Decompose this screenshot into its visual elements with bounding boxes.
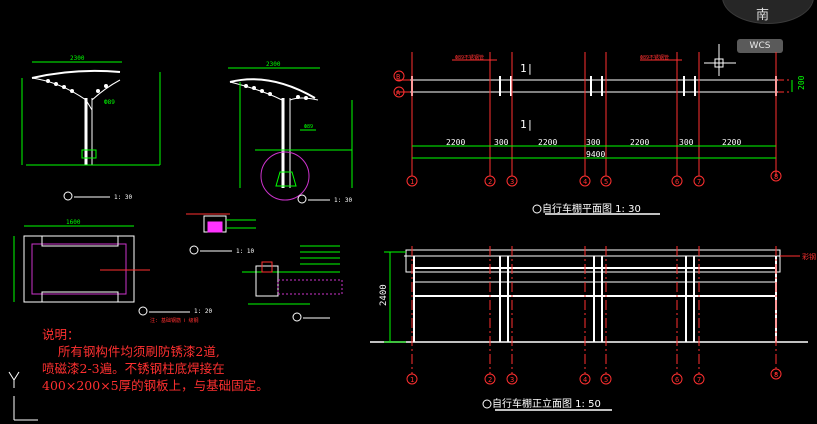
plan-view-title: 自行车棚平面图 1: 30 — [542, 202, 641, 215]
plan-dim-6: 300 — [679, 138, 694, 147]
elevation-material-tag: 彩钢 — [802, 252, 816, 261]
svg-text:2300: 2300 — [70, 55, 85, 62]
canopy-section-detail-2: 2300 Ф89 — [228, 61, 353, 201]
plan-view — [396, 44, 793, 215]
plan-dim-2: 300 — [494, 138, 509, 147]
elevation-grid-axis-1: 1 — [410, 376, 414, 384]
plan-grid-axis-5: 5 — [604, 178, 608, 186]
wcs-menu-button[interactable]: WCS — [737, 39, 783, 53]
notes-line-2: 喷磁漆2-3遍。不锈钢柱底焊接在 — [42, 361, 225, 376]
svg-text:Ф89不锈钢管: Ф89不锈钢管 — [455, 54, 484, 61]
plan-axis-label-bottom: A — [396, 89, 401, 97]
plan-dim-3: 2200 — [538, 138, 557, 147]
plan-total-dim: 9400 — [586, 150, 605, 159]
elevation-view-title: 自行车棚正立面图 1: 50 — [492, 397, 601, 410]
elevation-height-dim: 2400 — [379, 284, 389, 306]
plan-grid-axis-2: 2 — [488, 178, 492, 186]
plan-dim-5: 2200 — [630, 138, 649, 147]
plan-axis-label-top: B — [396, 73, 400, 81]
svg-text:2300: 2300 — [266, 61, 281, 68]
plan-dim-7: 2200 — [722, 138, 741, 147]
small-detail-scale: 1: 10 — [236, 248, 254, 255]
elevation-grid-axis-7: 7 — [697, 376, 701, 384]
foundation-plan-detail: 1600 — [13, 219, 150, 303]
elevation-grid-axis-8: 8 — [774, 371, 778, 379]
plan-grid-axis-6: 6 — [675, 178, 679, 186]
elevation-view — [370, 246, 808, 411]
elevation-grid-axis-3: 3 — [510, 376, 514, 384]
elevation-grid-axis-6: 6 — [675, 376, 679, 384]
plan-section-mark-top: 1| — [520, 62, 533, 75]
elevation-grid-axis-4: 4 — [583, 376, 587, 384]
compass-direction-label[interactable]: 南 — [756, 8, 770, 23]
plan-side-dim: 200 — [797, 75, 806, 90]
plan-dim-1: 2200 — [446, 138, 465, 147]
plan-grid-axis-1: 1 — [410, 178, 414, 186]
ucs-icon — [8, 371, 38, 421]
svg-text:Ф89不锈钢管: Ф89不锈钢管 — [640, 54, 669, 61]
plan-grid-axis-3: 3 — [510, 178, 514, 186]
design-notes: 说明： 所有钢构件均须刷防锈漆2道, 喷磁漆2-3遍。不锈钢柱底焊接在 400×… — [42, 326, 269, 394]
svg-text:Ф89: Ф89 — [104, 99, 115, 106]
foundation-section-detail — [242, 245, 343, 305]
canopy-section-detail-1: 2300 Ф89 — [21, 55, 161, 166]
plan-dim-4: 300 — [586, 138, 601, 147]
svg-text:注: 基础钢筋 Ⅰ 级钢: 注: 基础钢筋 Ⅰ 级钢 — [150, 317, 199, 324]
notes-heading: 说明： — [42, 327, 80, 342]
plan-grid-axis-8: 8 — [774, 173, 778, 181]
svg-text:1600: 1600 — [66, 219, 81, 226]
notes-line-1: 所有钢构件均须刷防锈漆2道, — [42, 344, 220, 359]
elevation-grid-axis-2: 2 — [488, 376, 492, 384]
plan-grid-axis-7: 7 — [697, 178, 701, 186]
elevation-grid-axis-5: 5 — [604, 376, 608, 384]
foundation-plan-scale: 1: 20 — [194, 308, 212, 315]
detail-2-scale: 1: 30 — [334, 197, 352, 204]
notes-line-3: 400×200×5厚的钢板上，与基础固定。 — [42, 378, 269, 393]
plan-grid-axis-4: 4 — [583, 178, 587, 186]
plan-section-mark-bottom: 1| — [520, 118, 533, 131]
detail-1-scale: 1: 30 — [114, 194, 132, 201]
svg-text:Ф89: Ф89 — [304, 124, 313, 130]
base-plate-detail — [186, 213, 256, 233]
